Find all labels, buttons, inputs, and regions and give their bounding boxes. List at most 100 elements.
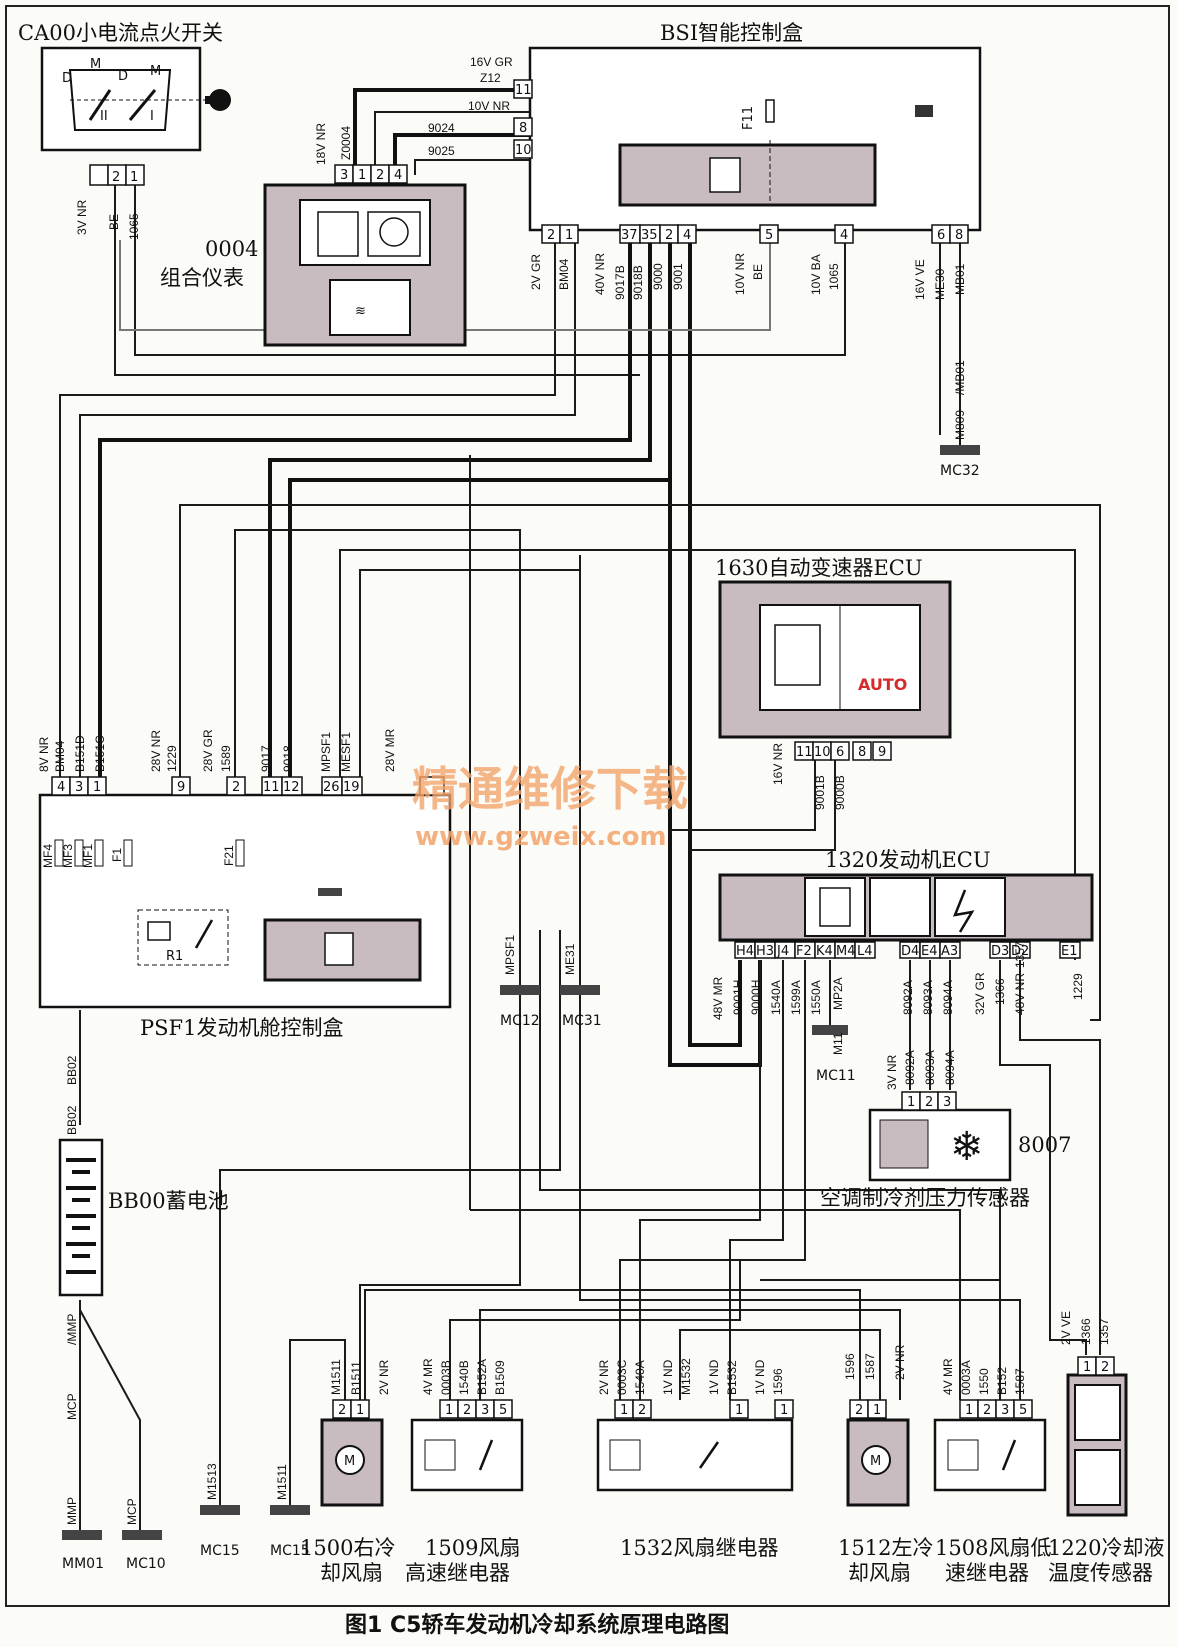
wire-label: 9018 <box>281 745 295 772</box>
wire-label: B1511 <box>349 1361 363 1395</box>
psf1-engine-box: R1 MF4 MF3 MF1 F1 F21 4 3 1 9 2 11 12 26… <box>38 776 452 1040</box>
wire-label: 1357 <box>1013 941 1027 968</box>
bsi-control-box: F11 BSI智能控制盒 11 8 10 2 1 37 35 2 4 5 4 6… <box>513 21 982 244</box>
ecu1320-pin: J4 <box>776 944 789 959</box>
wire-label: 1065 <box>827 263 841 290</box>
ground-mc12: MC12 <box>500 985 540 1029</box>
ca00-pos-d1: D <box>62 71 72 86</box>
r1532-title: 1532风扇继电器 <box>620 1536 778 1560</box>
m1500-title-1: 1500右冷 <box>300 1536 395 1560</box>
wire-label: 1229 <box>165 745 179 772</box>
s8007-pin: 1 <box>907 1095 915 1110</box>
wire-label: 1589 <box>219 745 233 772</box>
ground-label: MC32 <box>940 463 980 479</box>
psf1-fuse: F1 <box>110 848 124 862</box>
ground-label: MC12 <box>500 1013 540 1029</box>
psf1-pin: 3 <box>75 780 83 795</box>
ecu1320-pin: D2 <box>1011 944 1029 959</box>
wire-label: B1532 <box>725 1360 739 1395</box>
s8007-pin: 3 <box>943 1095 951 1110</box>
wire-label: MCP <box>125 1498 139 1525</box>
ecu1630-pin: 10 <box>814 745 831 760</box>
wire-label: /MB01 <box>953 360 967 395</box>
wire-label: 1V ND <box>753 1359 767 1395</box>
wire-label: B152A <box>475 1359 489 1395</box>
ecu1630-pin: 11 <box>796 745 813 760</box>
coolant-gauge-icon: ≋ <box>355 304 366 319</box>
wire-label: 10V BA <box>809 254 823 295</box>
wire-label: 0003A <box>959 1360 973 1395</box>
ecu1320-pin: D3 <box>991 944 1009 959</box>
wire-label: B151D <box>73 735 87 772</box>
ca00-ignition-switch: D M D M II I 2 1 CA00小电流点火开关 <box>18 21 231 186</box>
ground-mc15-a: MC15 <box>200 1505 240 1559</box>
ecu1320-pin: E4 <box>921 944 938 959</box>
wires <box>59 70 1101 1530</box>
wire-label: MB01 <box>953 263 967 295</box>
wire-label: Z12 <box>480 71 501 85</box>
ecu1320-pin: D4 <box>901 944 919 959</box>
ecu1630-pin: 8 <box>858 745 866 760</box>
c0004-pin: 3 <box>340 168 348 183</box>
wire-label: 9017 <box>259 745 273 772</box>
ground-label: MC15 <box>200 1543 240 1559</box>
wire-label: 8093A <box>921 980 935 1015</box>
ground-label: MC15 <box>270 1543 310 1559</box>
ecu1320-pin: F2 <box>796 944 812 959</box>
wire-label: 8094A <box>943 1050 957 1085</box>
wire-label: /MMP <box>65 1314 79 1345</box>
r1509-title-1: 1509风扇 <box>425 1536 520 1560</box>
wire-label: ME31 <box>563 943 577 975</box>
psf1-pins: 4 3 1 9 2 11 12 26 19 <box>51 776 445 796</box>
r1532-fan-relay: 1 2 1 1 1532风扇继电器 <box>596 1399 794 1560</box>
bsi-bpin: 4 <box>840 228 848 243</box>
r1509-high-relay: 1 2 3 5 1509风扇 高速继电器 <box>405 1399 524 1585</box>
r1509-title-2: 高速继电器 <box>405 1561 510 1585</box>
wire-label: 1540B <box>457 1360 471 1395</box>
c0004-pin: 1 <box>358 168 366 183</box>
wire-label: 1587 <box>1013 1368 1027 1395</box>
s8007-pressure-sensor: ❄ 1 2 3 8007 空调制冷剂压力传感器 <box>820 1091 1071 1210</box>
ground-mc10: MC10 <box>122 1530 166 1572</box>
psf1-pin: 12 <box>283 780 300 795</box>
ground-mc11: MC11 <box>812 1025 856 1084</box>
ground-label: MM01 <box>62 1556 104 1572</box>
ground-mc15-b: MC15 <box>270 1505 310 1559</box>
wire-label: 8092A <box>901 980 915 1015</box>
bsi-bpin: 4 <box>683 228 691 243</box>
wire-label: MMP <box>65 1497 79 1525</box>
wire-label: 2V NR <box>377 1359 391 1395</box>
wire-label: B152 <box>995 1367 1009 1395</box>
figure-caption: 图1 C5轿车发动机冷却系统原理电路图 <box>345 1612 729 1638</box>
psf1-pin: 26 <box>323 780 340 795</box>
wire-label: 2V NR <box>893 1344 907 1380</box>
wire-label: M1532 <box>679 1358 693 1395</box>
psf1-pin: 2 <box>232 780 240 795</box>
s1220-coolant-sensor: 1 2 1220冷却液 温度传感器 <box>1048 1356 1164 1585</box>
wire-label: 1366 <box>993 978 1007 1005</box>
m1500-right-fan: M 2 1 1500右冷 却风扇 <box>300 1399 395 1585</box>
s1220-title-2: 温度传感器 <box>1048 1561 1153 1585</box>
m1500-title-2: 却风扇 <box>320 1561 383 1585</box>
r1509-pin: 1 <box>445 1403 453 1418</box>
wire-label: 16V NR <box>771 743 785 785</box>
ecu1320-pin: E1 <box>1061 944 1078 959</box>
bsi-bpin: 6 <box>937 228 945 243</box>
ecu1320-pins: H4 H3 J4 F2 K4 M4 L4 D4 E4 A3 D3 D2 E1 <box>734 941 1081 959</box>
wire-label: 3V NR <box>885 1054 899 1090</box>
wire-label: 16V GR <box>470 55 513 69</box>
ecu1630-auto: AUTO <box>858 675 907 694</box>
wire-label: 1550 <box>977 1368 991 1395</box>
wire-label: BM04 <box>53 740 67 772</box>
wire-label: 48V MR <box>711 976 725 1020</box>
ca00-pos-m1: M <box>90 57 101 72</box>
psf1-title: PSF1发动机舱控制盒 <box>140 1016 343 1040</box>
c0004-instrument-cluster: ≋ 3 1 2 4 0004 组合仪表 <box>160 164 467 347</box>
wire-label: 1596 <box>843 1353 857 1380</box>
s8007-title: 空调制冷剂压力传感器 <box>820 1186 1030 1210</box>
bsi-bpin: 2 <box>547 228 555 243</box>
ecu1320-pin: A3 <box>941 944 958 959</box>
wire-label: 9000B <box>833 775 847 810</box>
bsi-fuse-f11: F11 <box>741 106 756 130</box>
m1512-title-1: 1512左冷 <box>838 1536 933 1560</box>
